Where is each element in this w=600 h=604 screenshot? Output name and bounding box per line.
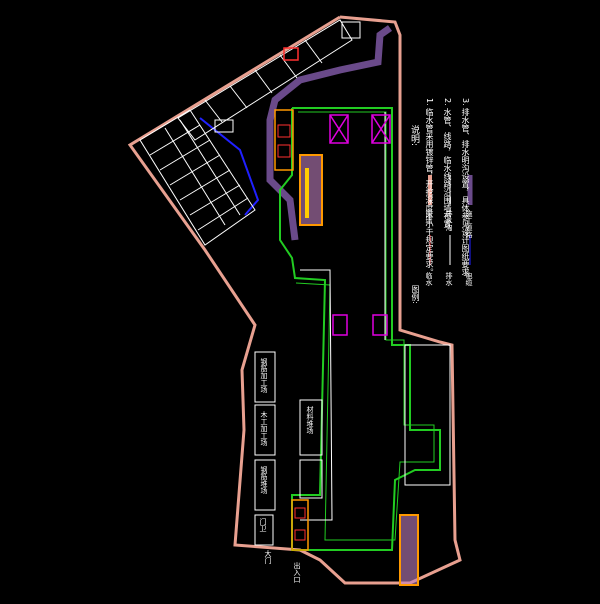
building-box-1 <box>254 351 276 403</box>
legend-symbol-1: 围墙 <box>425 210 433 224</box>
note-2: 2. 水管、线路，临水线路沿围墙布置。 <box>443 98 452 237</box>
label-building-1: 钢筋加工场 <box>260 358 268 393</box>
crane-mark-top <box>305 168 309 218</box>
building-box-6 <box>254 514 274 546</box>
label-building-3: 钢筋堆场 <box>260 466 268 494</box>
building-box-2 <box>254 404 276 456</box>
legend-heading: 图例: <box>411 285 420 304</box>
red-box-left-2 <box>277 144 291 158</box>
drainage-line <box>300 269 333 521</box>
site-boundary <box>127 15 462 585</box>
note-1: 1. 临水管采用镀锌管，开挖深度不小于规定要求。 <box>425 98 434 277</box>
label-building-4: 材料堆场 <box>306 406 314 434</box>
red-box-bottom-2 <box>294 529 306 541</box>
blue-pipe <box>199 117 260 216</box>
legend-desc-3: 电缆 <box>465 272 473 286</box>
dormitory-cluster <box>139 109 256 246</box>
note-3: 3. 排水管、排水明沟设置，具体参见设计图纸要求。 <box>461 98 470 285</box>
red-box-left <box>277 124 291 138</box>
legend-desc-1: 临水 <box>425 272 433 286</box>
small-building <box>214 119 234 133</box>
legend-desc-2: 排水 <box>445 272 453 286</box>
label-building-2: 木工加工场 <box>260 411 268 446</box>
label-entrance: 出入口 <box>293 562 301 583</box>
crane-strip-top <box>300 155 322 225</box>
building-box-3 <box>254 459 276 511</box>
legend-symbol-3: 施工道路 <box>465 210 473 238</box>
equipment-boxes <box>329 114 391 336</box>
label-main-gate: 大门 <box>264 550 272 564</box>
building-box-5 <box>299 459 323 499</box>
main-building-outline <box>279 107 441 551</box>
site-office-bottom <box>291 499 309 551</box>
legend-symbol-2: 排水沟 <box>445 210 453 231</box>
crane-strip-bottom <box>400 515 418 585</box>
right-annex <box>404 344 451 486</box>
site-office-left <box>274 109 294 171</box>
building-box-4 <box>299 399 323 456</box>
crane-strip-top-border <box>299 154 323 226</box>
gate-house <box>341 21 361 39</box>
notes-heading: 说明: <box>409 125 419 147</box>
label-gatehouse: 门卫 <box>259 518 267 532</box>
red-box-bottom <box>294 507 306 519</box>
temporary-road <box>266 25 393 241</box>
office-row <box>177 19 353 141</box>
red-box-top <box>283 47 299 61</box>
crane-strip-bottom-border <box>399 514 419 586</box>
inner-building-outline <box>295 111 435 541</box>
